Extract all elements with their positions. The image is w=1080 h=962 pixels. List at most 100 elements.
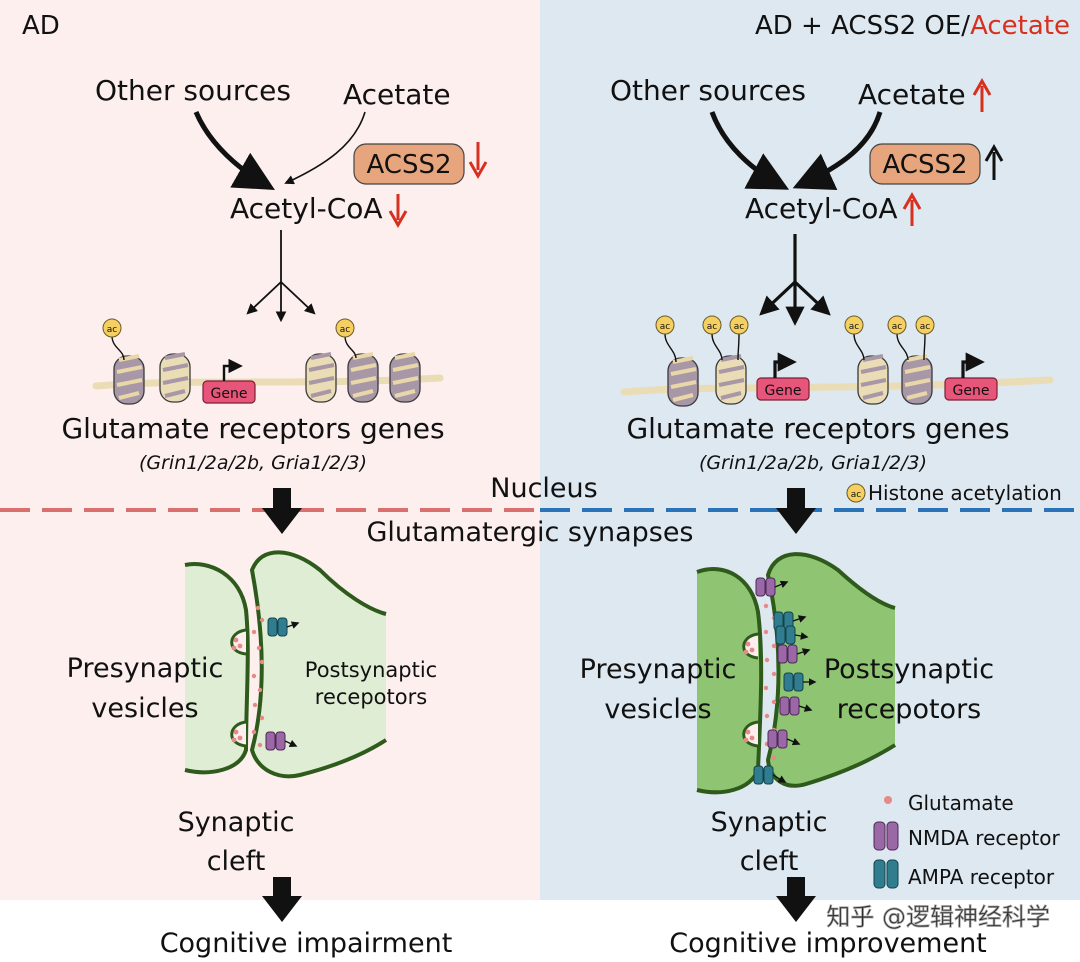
- left-ac-tail: [344, 335, 357, 359]
- left-fork-left: [246, 281, 282, 315]
- right-acss2-label: ACSS2: [882, 150, 967, 180]
- right-gene-label: Gene: [765, 383, 802, 399]
- right-panel-title: AD + ACSS2 OE/Acetate: [755, 11, 1070, 41]
- left-ac-mark-label: ac: [340, 325, 351, 335]
- left-ac-mark: [335, 318, 355, 338]
- left-postsynaptic-terminal: [252, 552, 386, 777]
- right-acetyl-coa-label: Acetyl-CoA: [745, 192, 898, 225]
- left-nucleosome: [347, 352, 379, 403]
- left-panel-title: AD: [22, 11, 60, 41]
- right-acetate-label: Acetate: [858, 78, 966, 111]
- right-cleft-label-line1: Synaptic: [711, 807, 828, 838]
- right-postsynaptic-terminal: [768, 554, 895, 786]
- left-glutamate-dots: [231, 605, 265, 748]
- left-fork-right: [280, 281, 316, 315]
- right-nmda-receptor: [767, 729, 801, 749]
- right-ampa-receptor: [753, 765, 787, 785]
- left-acss2-down-arrow: [468, 142, 488, 180]
- right-nucleosome: [901, 354, 933, 405]
- left-acetyl-coa-down-arrow: [388, 194, 408, 229]
- right-ac-mark-label: ac: [920, 322, 931, 332]
- left-postsynaptic-label-line1: Postsynaptic: [305, 658, 437, 682]
- right-ampa-receptor: [775, 625, 809, 645]
- right-ac-mark-label: ac: [892, 322, 903, 332]
- left-down-arrow-to-outcome: [262, 877, 302, 922]
- right-other-sources-arrow: [709, 111, 790, 190]
- left-acetate-label: Acetate: [343, 78, 451, 111]
- left-other-sources-label: Other sources: [95, 74, 291, 107]
- right-fork-left: [759, 280, 797, 316]
- legend-nmda-icon: [873, 821, 899, 851]
- right-postsynaptic-label-line1: Postsynaptic: [824, 654, 994, 685]
- left-genes-list: (Grin1/2a/2b, Gria1/2/3): [139, 452, 367, 474]
- left-acss2-label: ACSS2: [366, 150, 451, 180]
- right-acetate-up-arrow: [972, 77, 992, 112]
- right-postsynaptic-label-line2: recepotors: [837, 694, 982, 725]
- right-presynaptic-membrane: [696, 567, 764, 795]
- legend-nmda-label: NMDA receptor: [908, 826, 1060, 850]
- left-down-arrow-to-synapse: [262, 488, 302, 534]
- left-cleft-label-line1: Synaptic: [178, 807, 295, 838]
- right-gene-box: [944, 377, 998, 401]
- right-presynaptic-label-line1: Presynaptic: [580, 654, 737, 685]
- right-nmda-receptor: [777, 644, 811, 664]
- left-gene-box: [202, 380, 256, 404]
- right-down-arrow-to-outcome: [776, 877, 816, 922]
- right-fork-right: [793, 280, 831, 316]
- left-postsynaptic-label-line2: recepotors: [315, 685, 427, 709]
- left-nucleosome: [389, 352, 421, 403]
- right-acetate-arrow: [792, 111, 883, 191]
- nucleus-label: Nucleus: [490, 473, 597, 504]
- right-ampa-receptor: [783, 672, 817, 692]
- left-tss-arrow-icon: [222, 358, 243, 381]
- right-acss2-up-arrow: [984, 143, 1004, 180]
- left-acss2-box: [353, 143, 465, 185]
- legend-ampa-icon: [873, 859, 899, 889]
- watermark: 知乎 @逻辑神经科学: [826, 903, 1050, 931]
- legend-ac-badge-icon: [846, 483, 866, 503]
- right-acss2-box: [869, 143, 981, 185]
- left-nucleosome: [305, 352, 337, 403]
- left-ac-mark-label: ac: [107, 325, 118, 335]
- right-nmda-receptor: [779, 696, 813, 716]
- right-gene-box: [756, 377, 810, 401]
- left-ac-tail: [111, 335, 125, 361]
- legend-ac-badge-label: ac: [851, 490, 862, 500]
- right-postsynaptic-membrane: [765, 552, 897, 788]
- right-nucleosome: [715, 354, 747, 405]
- right-down-arrow-to-synapse: [776, 488, 816, 534]
- left-acetate-arrow: [284, 111, 366, 185]
- right-gene-label: Gene: [953, 383, 990, 399]
- left-outcome-label: Cognitive impairment: [160, 928, 453, 959]
- right-outcome-label: Cognitive improvement: [669, 928, 987, 959]
- right-nucleosome: [667, 356, 699, 407]
- right-ac-mark-label: ac: [849, 322, 860, 332]
- left-nucleosome: [113, 354, 145, 405]
- right-ac-mark-label: ac: [660, 322, 671, 332]
- left-presynaptic-terminal: [185, 564, 248, 773]
- right-ac-mark-label: ac: [707, 322, 718, 332]
- left-presynaptic-label-line1: Presynaptic: [67, 653, 224, 684]
- right-nmda-receptor: [755, 577, 789, 597]
- synapses-label: Glutamatergic synapses: [367, 517, 694, 548]
- left-gene-label: Gene: [211, 386, 248, 402]
- right-ac-marks: [655, 315, 935, 363]
- left-other-sources-arrow: [193, 111, 275, 190]
- legend-glutamate-label: Glutamate: [908, 791, 1014, 815]
- right-genes-list: (Grin1/2a/2b, Gria1/2/3): [699, 452, 927, 474]
- left-genes-title: Glutamate receptors genes: [61, 412, 444, 445]
- right-presynaptic-label-line2: vesicles: [604, 694, 711, 725]
- right-other-sources-label: Other sources: [610, 74, 806, 107]
- left-ac-mark: [102, 318, 122, 338]
- right-glutamate-dots: [743, 589, 777, 761]
- left-acetyl-coa-label: Acetyl-CoA: [230, 192, 383, 225]
- right-nucleosome: [857, 354, 889, 405]
- right-tss-arrow-icon: [961, 352, 985, 378]
- left-ampa-receptor: [267, 617, 300, 637]
- left-cleft-label-line2: cleft: [207, 846, 266, 877]
- right-ac-mark-label: ac: [734, 322, 745, 332]
- legend-glutamate-icon: [884, 796, 892, 804]
- left-presynaptic-label-line2: vesicles: [91, 693, 198, 724]
